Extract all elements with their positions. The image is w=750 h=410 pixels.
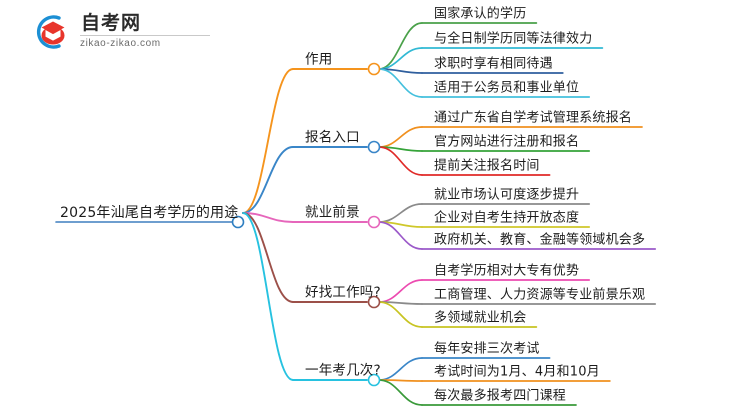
branch-label-2[interactable]: 就业前景 [305,204,360,221]
branch-label-0[interactable]: 作用 [305,51,333,68]
leaf-connector-2-2 [378,221,423,250]
leaf-label-0-2[interactable]: 求职时享有相同待遇 [434,56,553,72]
leaf-label-4-1[interactable]: 考试时间为1月、4月和10月 [434,364,600,380]
branch-node-2[interactable] [367,215,381,229]
leaf-label-2-1[interactable]: 企业对自考生持开放态度 [434,210,580,226]
logo-url: zikao-zikao.com [80,38,161,49]
branch-connector-4 [242,212,294,381]
leaf-label-1-2[interactable]: 提前关注报名时间 [434,158,540,174]
branch-connector-1 [242,146,294,214]
leaf-connector-3-2 [378,301,423,328]
branch-label-3[interactable]: 好找工作吗? [305,284,381,301]
branch-connector-2 [242,212,294,223]
leaf-label-1-1[interactable]: 官方网站进行注册和报名 [434,134,580,150]
branch-node-3[interactable] [367,295,381,309]
branch-node-4[interactable] [367,373,381,387]
logo-wordmark: 自考网 zikao-zikao.com [80,12,212,50]
logo-mark-icon [28,12,74,52]
leaf-label-0-0[interactable]: 国家承认的学历 [434,6,527,22]
logo-title: 自考网 [81,12,142,34]
branch-node-0[interactable] [367,62,381,76]
leaf-label-2-0[interactable]: 就业市场认可度逐步提升 [434,187,580,203]
site-logo: 自考网 zikao-zikao.com [28,10,218,54]
leaf-label-0-1[interactable]: 与全日制学历同等法律效力 [434,31,593,47]
leaf-connector-1-2 [378,146,423,176]
leaf-label-2-2[interactable]: 政府机关、教育、金融等领域机会多 [434,232,646,248]
branch-label-1[interactable]: 报名入口 [305,129,360,146]
branch-label-4[interactable]: 一年考几次? [305,362,381,379]
leaf-label-0-3[interactable]: 适用于公务员和事业单位 [434,80,580,96]
root-node-label[interactable]: 2025年汕尾自考学历的用途 [60,205,239,221]
leaf-connector-4-2 [378,379,423,406]
leaf-label-3-2[interactable]: 多领域就业机会 [434,310,527,326]
leaf-label-3-1[interactable]: 工商管理、人力资源等专业前景乐观 [434,287,646,303]
leaf-label-4-0[interactable]: 每年安排三次考试 [434,341,540,357]
branch-connector-0 [242,68,294,214]
root-node[interactable] [231,215,245,229]
leaf-label-3-0[interactable]: 自考学历相对大专有优势 [434,263,580,279]
leaf-connector-0-3 [378,68,423,98]
logo-divider [80,35,210,36]
leaf-label-4-2[interactable]: 每次最多报考四门课程 [434,388,567,404]
leaf-label-1-0[interactable]: 通过广东省自学考试管理系统报名 [434,110,633,126]
branch-connector-3 [242,212,294,303]
branch-node-1[interactable] [367,140,381,154]
